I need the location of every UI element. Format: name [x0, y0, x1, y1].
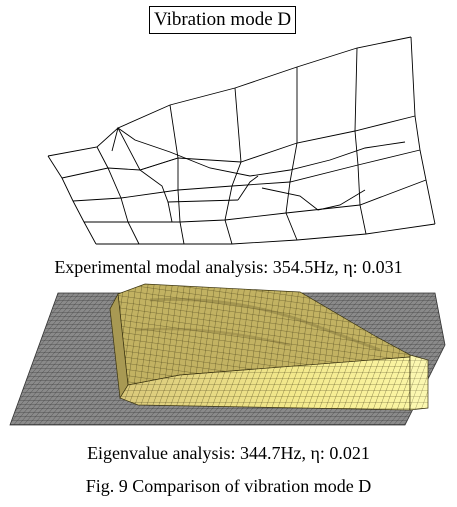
eigenvalue-mode-fe-model	[9, 283, 446, 426]
figure-title: Vibration mode D	[149, 6, 297, 34]
experimental-caption: Experimental modal analysis: 354.5Hz, η:…	[54, 257, 403, 277]
figure-caption: Fig. 9 Comparison of vibration mode D	[85, 476, 372, 496]
experimental-mode-wireframe	[47, 36, 436, 245]
eigenvalue-caption: Eigenvalue analysis: 344.7Hz, η: 0.021	[87, 443, 370, 463]
